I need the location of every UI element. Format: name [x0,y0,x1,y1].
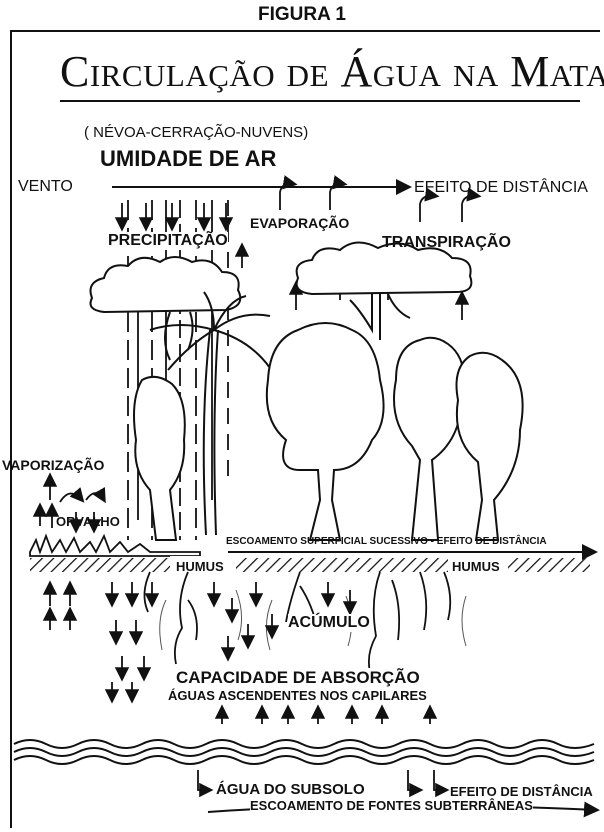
label-umidade: UMIDADE DE AR [100,146,277,171]
label-efeito-bottom: EFEITO DE DISTÂNCIA [450,784,593,799]
grass [29,533,201,557]
tree-trunks [133,322,524,541]
label-escoamento-superficial: ESCOAMENTO SUPERFICIAL SUCESSIVO - EFEIT… [226,536,547,547]
diagram-title: Circulação de Água na Mata [60,46,604,97]
subsoil-arrows [197,770,450,798]
humus-label-bg-left [170,556,236,576]
figure-label: FIGURA 1 [258,4,346,25]
label-capacidade: CAPACIDADE DE ABSORÇÃO [176,668,420,688]
label-efeito-top: EFEITO DE DISTÂNCIA [414,179,588,196]
title-underline [60,100,580,102]
title-text: Circulação de Água na Mata [60,47,604,96]
humus-label-bg-right [448,556,508,576]
label-humus-right: HUMUS [452,559,500,574]
evaporation-arrows [279,175,482,222]
label-escoamento-fontes: ESCOAMENTO DE FONTES SUBTERRÂNEAS [250,798,533,813]
figure-frame [10,30,600,828]
vaporization-arrows [32,472,106,534]
label-humus-left: HUMUS [176,559,224,574]
palm-tree [149,291,271,536]
branches [164,293,411,361]
label-agua-subsolo: ÁGUA DO SUBSOLO [216,781,365,798]
label-transpiracao: TRANSPIRAÇÃO [382,234,511,251]
rain-lines [127,200,229,540]
label-acumulo: ACÚMULO [288,614,370,632]
precipitation-arrows [114,203,234,232]
label-evaporacao: EVAPORAÇÃO [250,215,350,231]
infiltration-arrows [104,582,358,704]
label-aguas-ascendentes: ÁGUAS ASCENDENTES NOS CAPILARES [168,688,427,703]
upward-soil-arrows [42,580,78,630]
cloud-left [89,256,242,314]
capillary-arrows [214,704,438,724]
label-vento: VENTO [18,178,73,195]
label-orvalho: ORVALHO [56,514,120,529]
cloud-right [295,241,473,296]
label-precipitacao: PRECIPITAÇÃO [108,232,228,250]
root-hairs [159,589,467,651]
roots [143,571,452,673]
label-vaporizacao: VAPORIZAÇÃO [2,457,105,473]
groundwater-waves [13,739,595,765]
label-nevoa: ( NÉVOA-CERRAÇÃO-NUVENS) [84,124,309,141]
